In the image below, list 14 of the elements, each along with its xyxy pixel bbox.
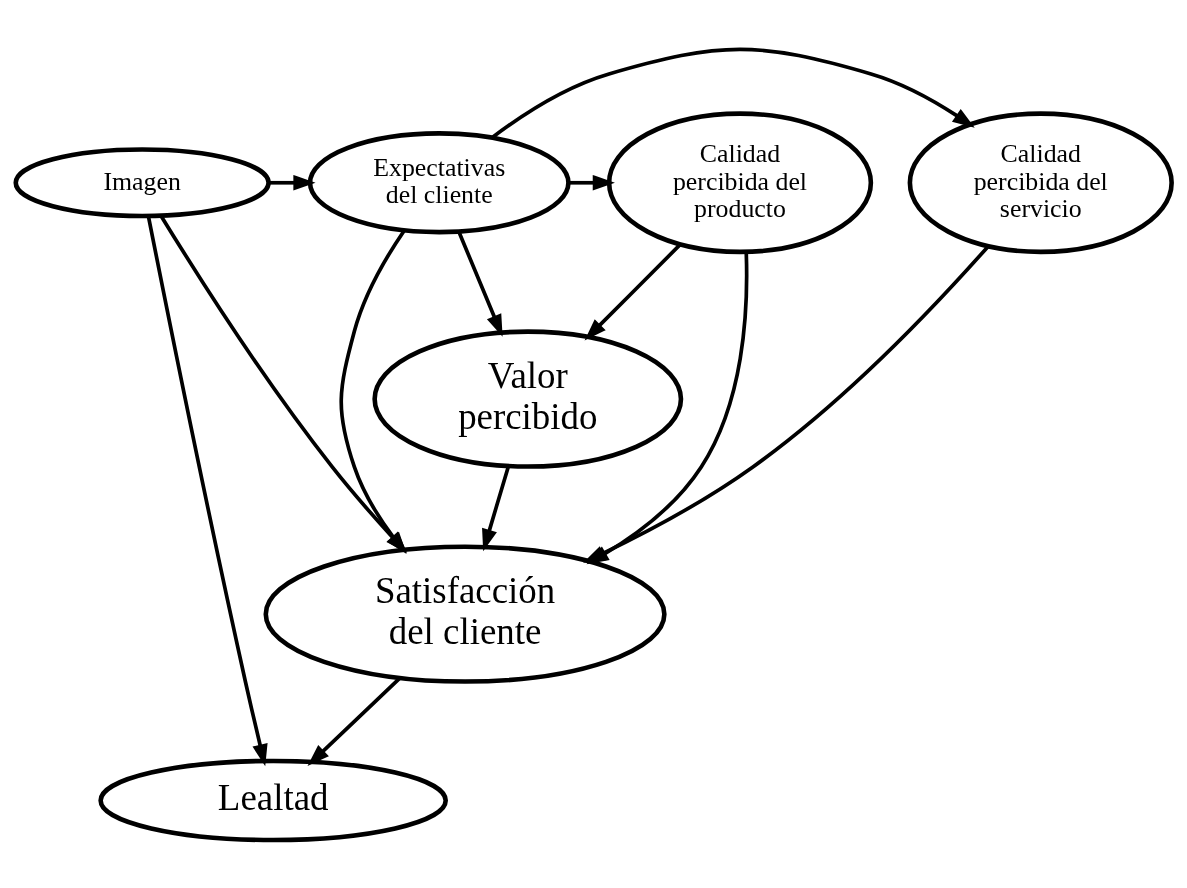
arrow (457, 230, 503, 337)
arrow (584, 242, 682, 340)
arrow (268, 174, 316, 191)
node-ellipse: Imagen (13, 146, 271, 218)
node-ellipse: Lealtad (98, 758, 448, 842)
arrow (491, 47, 975, 139)
arrow (307, 676, 401, 766)
node-ellipse: Calidad percibida del producto (606, 110, 874, 254)
arrow (482, 465, 511, 551)
arrow (586, 251, 749, 564)
arrow (146, 215, 268, 766)
node-ellipse: Valor percibido (372, 328, 684, 469)
arrow (568, 174, 615, 191)
node-ellipse: Expectativas del cliente (307, 130, 571, 234)
